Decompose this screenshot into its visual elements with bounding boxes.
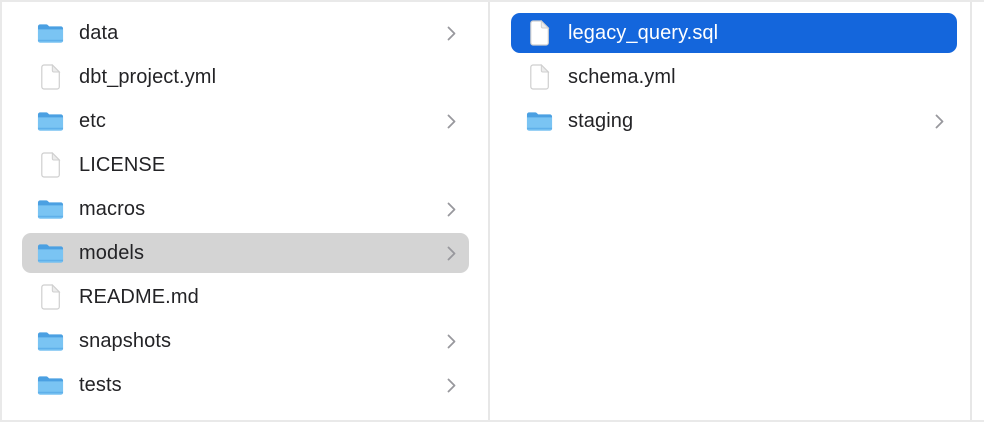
finder-item-data[interactable]: data	[22, 13, 469, 53]
chevron-right-icon	[447, 378, 456, 393]
item-label: data	[79, 22, 119, 44]
column-parent-folder: data dbt_project.yml etc LICENSE	[2, 2, 490, 420]
document-icon	[36, 283, 64, 311]
folder-icon	[36, 242, 64, 264]
finder-item-macros[interactable]: macros	[22, 189, 469, 229]
column-models-folder: legacy_query.sql schema.yml staging	[490, 2, 972, 420]
finder-item-staging[interactable]: staging	[511, 101, 957, 141]
item-label: macros	[79, 198, 146, 220]
finder-item-models[interactable]: models	[22, 233, 469, 273]
finder-item-schema-yml[interactable]: schema.yml	[511, 57, 957, 97]
item-label: README.md	[79, 286, 199, 308]
chevron-right-icon	[447, 114, 456, 129]
folder-icon	[36, 330, 64, 352]
column-empty	[972, 2, 984, 420]
item-label: dbt_project.yml	[79, 66, 217, 88]
folder-icon	[36, 198, 64, 220]
item-label: tests	[79, 374, 122, 396]
folder-icon	[36, 110, 64, 132]
finder-item-etc[interactable]: etc	[22, 101, 469, 141]
document-icon	[36, 63, 64, 91]
folder-icon	[36, 22, 64, 44]
item-label: etc	[79, 110, 106, 132]
finder-item-legacy-query-sql[interactable]: legacy_query.sql	[511, 13, 957, 53]
item-label: schema.yml	[568, 66, 676, 88]
chevron-right-icon	[447, 26, 456, 41]
finder-item-tests[interactable]: tests	[22, 365, 469, 405]
folder-icon	[525, 110, 553, 132]
document-icon	[36, 151, 64, 179]
document-icon	[525, 63, 553, 91]
item-label: legacy_query.sql	[568, 22, 719, 44]
finder-item-dbt-project-yml[interactable]: dbt_project.yml	[22, 57, 469, 97]
chevron-right-icon	[447, 202, 456, 217]
chevron-right-icon	[447, 246, 456, 261]
folder-icon	[36, 374, 64, 396]
item-label: staging	[568, 110, 634, 132]
chevron-right-icon	[447, 334, 456, 349]
item-label: models	[79, 242, 145, 264]
finder-item-license[interactable]: LICENSE	[22, 145, 469, 185]
document-icon	[525, 19, 553, 47]
item-label: snapshots	[79, 330, 172, 352]
item-label: LICENSE	[79, 154, 166, 176]
finder-item-readme-md[interactable]: README.md	[22, 277, 469, 317]
finder-item-snapshots[interactable]: snapshots	[22, 321, 469, 361]
chevron-right-icon	[935, 114, 944, 129]
